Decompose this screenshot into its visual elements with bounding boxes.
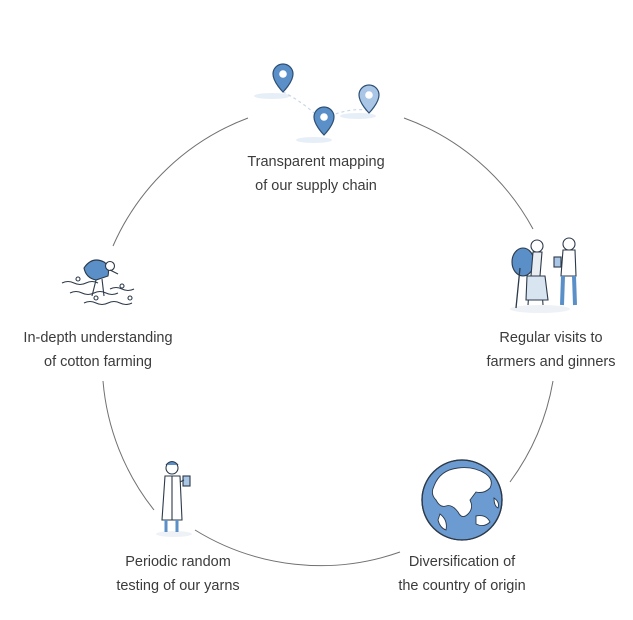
arc-visits-to-origin — [509, 380, 554, 483]
step-label-origin-line-1: Diversification of — [408, 554, 516, 570]
farmer-visit-icon — [510, 237, 577, 313]
step-label-farming-line-2: of cotton farming — [44, 354, 152, 370]
step-label-farming-line-1: In-depth understanding — [23, 330, 173, 346]
map-pins-icon — [254, 63, 380, 143]
step-label-mapping-line-1: Transparent mapping — [247, 154, 385, 170]
arc-mapping-to-visits — [403, 117, 534, 230]
arc-testing-to-origin — [194, 529, 401, 567]
arc-farming-to-testing — [102, 380, 155, 511]
arc-mapping-to-farming — [112, 117, 249, 247]
step-label-testing-line-1: Periodic random — [125, 554, 231, 570]
step-label-origin-line-2: the country of origin — [398, 578, 526, 594]
globe-icon — [421, 459, 503, 541]
step-label-testing: Periodic random testing of our yarns — [88, 550, 268, 598]
step-label-testing-line-2: testing of our yarns — [116, 578, 240, 594]
step-label-origin: Diversification of the country of origin — [372, 550, 552, 598]
step-label-farming: In-depth understanding of cotton farming — [0, 326, 196, 374]
step-label-mapping: Transparent mapping of our supply chain — [196, 150, 436, 198]
step-label-mapping-line-2: of our supply chain — [255, 178, 377, 194]
step-label-visits: Regular visits to farmers and ginners — [466, 326, 633, 374]
step-label-visits-line-2: farmers and ginners — [486, 354, 616, 370]
lab-technician-icon — [156, 460, 192, 537]
step-label-visits-line-1: Regular visits to — [499, 330, 603, 346]
cotton-farmer-icon — [61, 259, 135, 306]
